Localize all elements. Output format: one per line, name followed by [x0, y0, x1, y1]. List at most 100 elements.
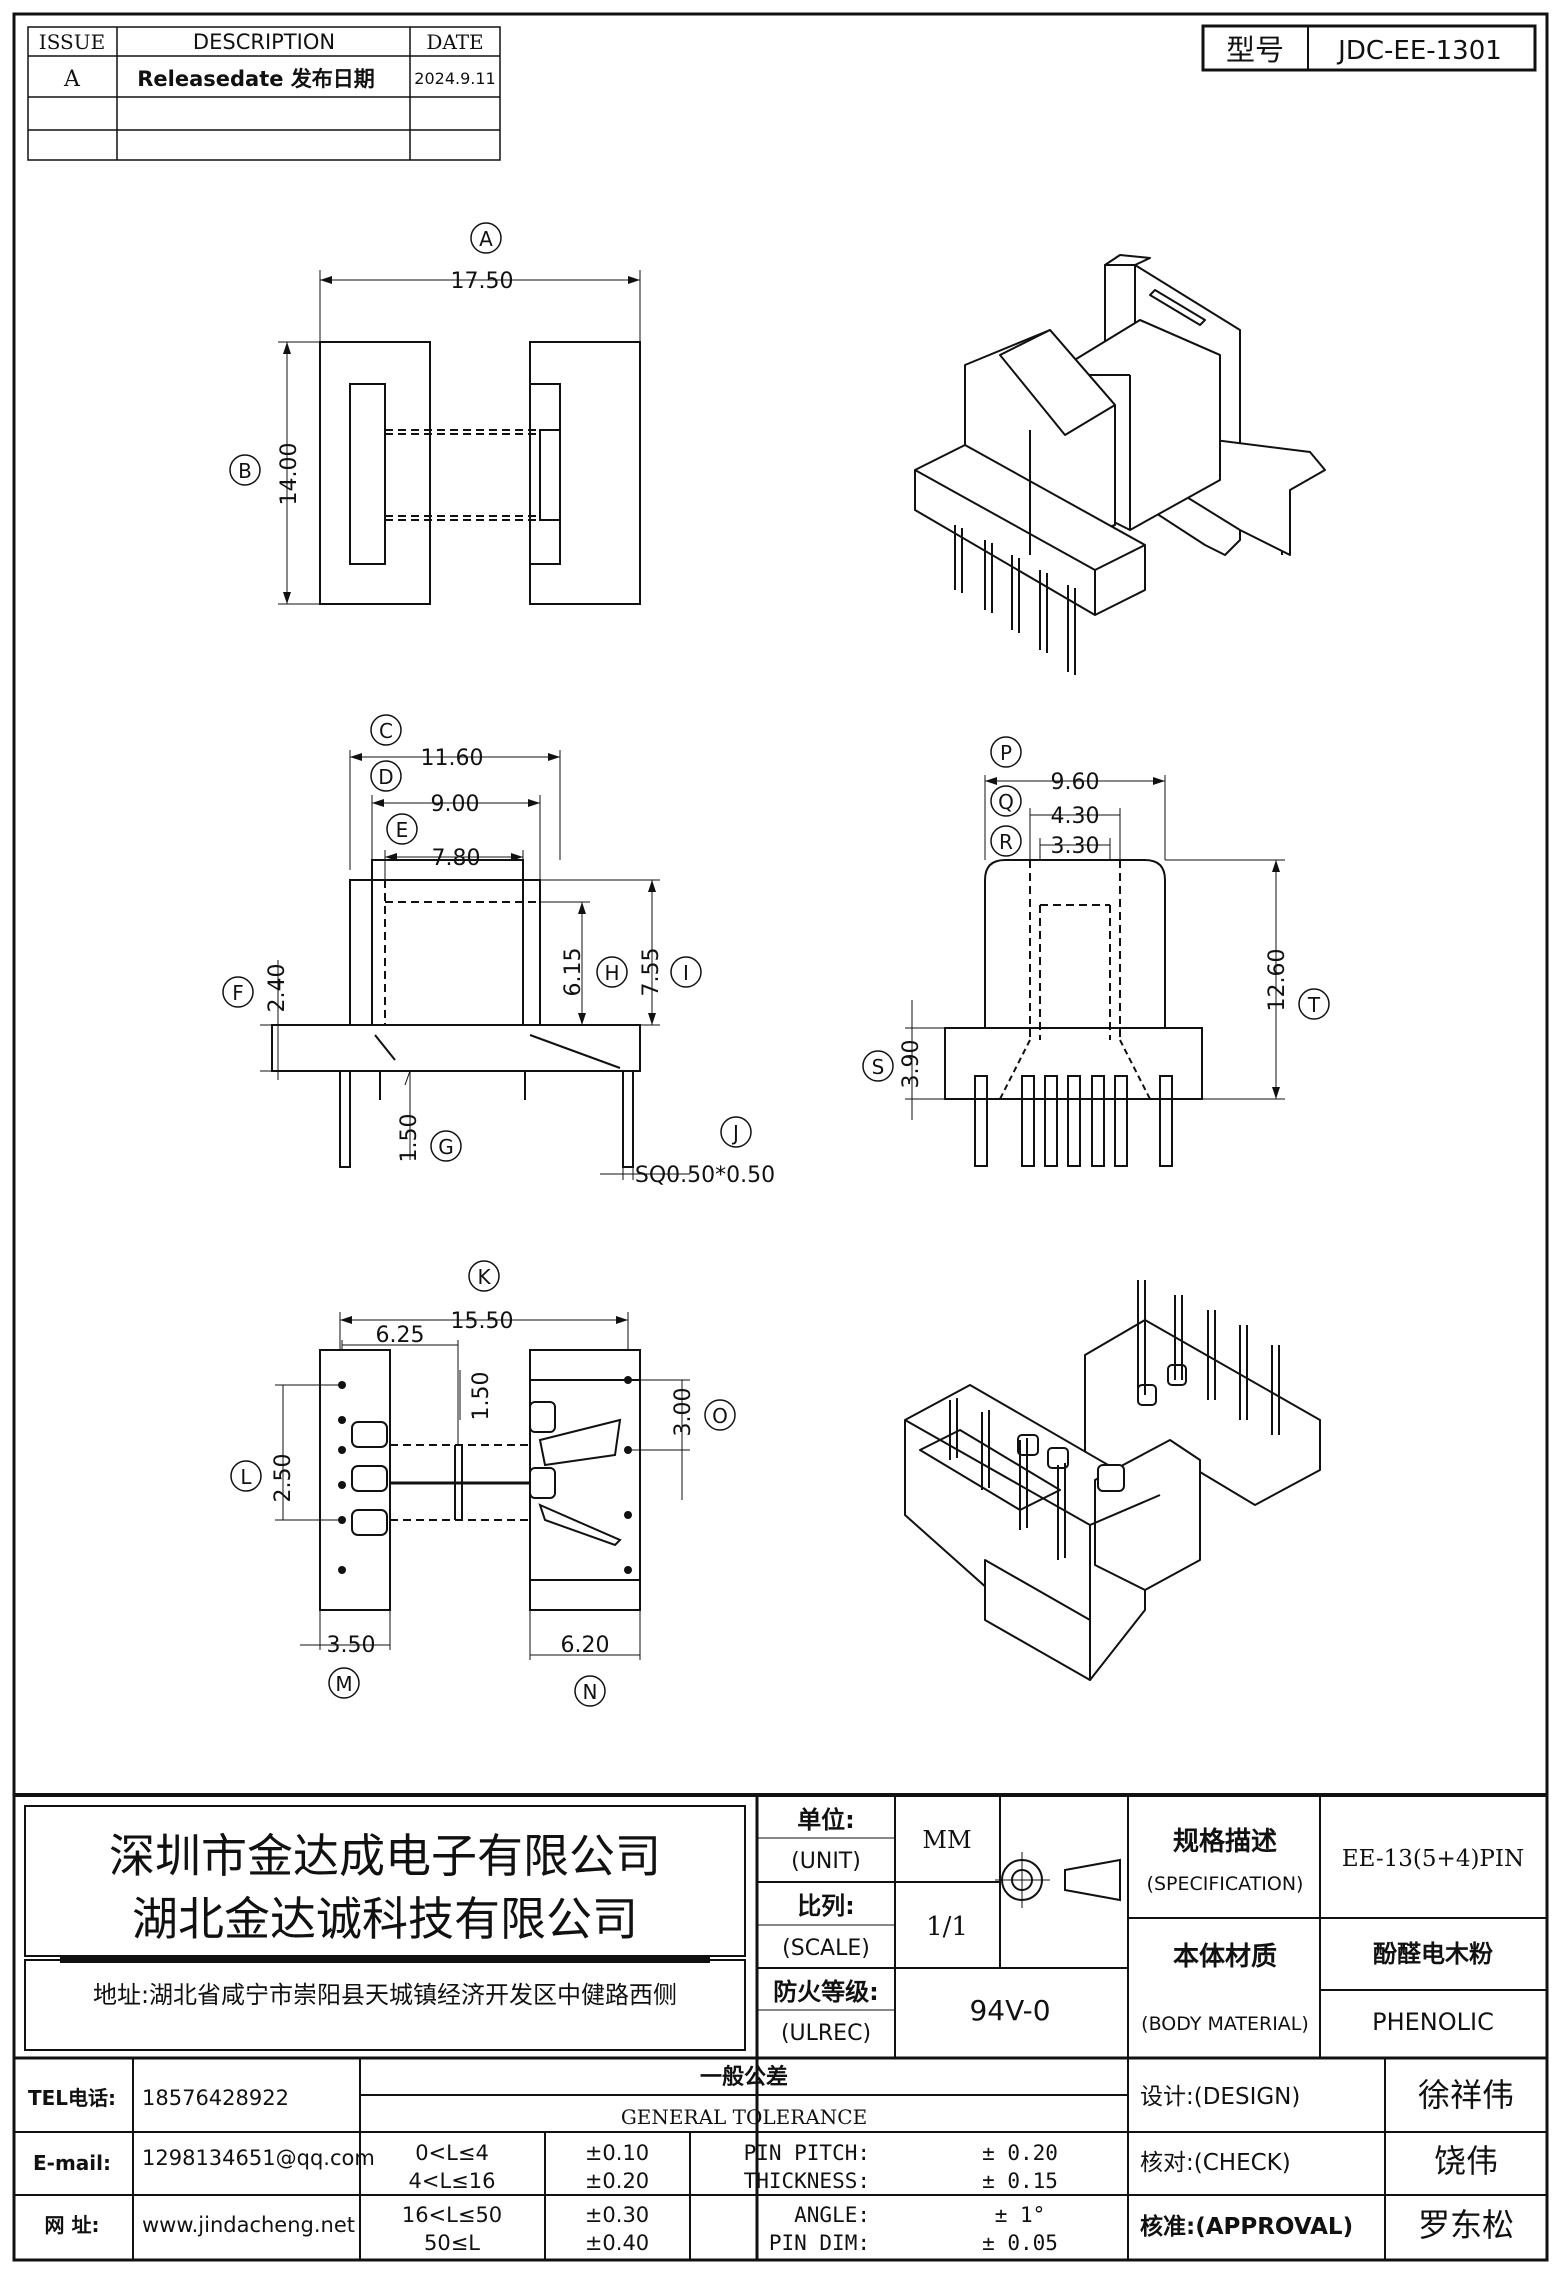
label-E: E	[396, 818, 409, 842]
design-name: 徐祥伟	[1418, 2076, 1514, 2114]
dim-F-value: 2.40	[265, 964, 290, 1013]
label-N: N	[583, 1680, 598, 1704]
company-name-1: 深圳市金达成电子有限公司	[109, 1829, 661, 1883]
rev-row-description: Releasedate 发布日期	[137, 67, 375, 91]
dim-T-value: 12.60	[1265, 949, 1290, 1012]
label-C: C	[379, 719, 393, 743]
model-label: 型号	[1226, 33, 1284, 67]
company-address: 地址:湖北省咸宁市崇阳县天城镇经济开发区中健路西侧	[93, 1981, 677, 2009]
tol-item: THICKNESS:	[744, 2169, 870, 2193]
tol-range: 16<L≤50	[402, 2203, 502, 2227]
spec-value: EE-13(5+4)PIN	[1342, 1846, 1524, 1872]
tol-value: ±0.10	[585, 2141, 649, 2165]
title-block	[14, 1795, 1547, 2260]
unit-label: 单位:	[797, 1806, 855, 1834]
dim-k1-value: 6.25	[376, 1323, 425, 1348]
dim-N-value: 6.20	[561, 1633, 610, 1658]
material-cn: 酚醛电木粉	[1373, 1940, 1493, 1968]
label-A: A	[479, 227, 493, 251]
label-H: H	[604, 961, 619, 985]
ulrec-value: 94V-0	[969, 1994, 1050, 2027]
dim-B-value: 14.00	[277, 443, 302, 506]
tol-range: 4<L≤16	[409, 2169, 496, 2193]
dim-k2-value: 1.50	[469, 1372, 494, 1421]
label-D: D	[378, 765, 393, 789]
web-value: www.jindacheng.net	[142, 2213, 355, 2237]
dim-I-value: 7.55	[639, 948, 664, 997]
front-view	[223, 715, 751, 1180]
tel-value: 18576428922	[142, 2086, 289, 2110]
tol-range: 50≤L	[424, 2231, 480, 2255]
scale-label-en: (SCALE)	[782, 1936, 870, 1961]
bottom-view	[231, 1261, 735, 1706]
side-view	[863, 737, 1329, 1166]
unit-value: MM	[922, 1826, 971, 1854]
dim-O-value: 3.00	[671, 1388, 696, 1437]
iso-view-bottom	[905, 1280, 1320, 1680]
label-J: J	[731, 1121, 739, 1145]
scale-value: 1/1	[926, 1912, 968, 1942]
tolerance-title-en: GENERAL TOLERANCE	[621, 2105, 867, 2129]
tol-item-value: ± 1°	[995, 2203, 1046, 2227]
dim-D-value: 9.00	[431, 792, 480, 817]
tol-item-value: ± 0.20	[982, 2141, 1058, 2165]
rev-row-issue: A	[63, 67, 81, 92]
label-T: T	[1307, 993, 1321, 1017]
label-M: M	[335, 1672, 352, 1696]
dim-E-value: 7.80	[432, 846, 481, 871]
iso-view-top	[915, 255, 1325, 675]
label-I: I	[683, 961, 689, 985]
top-view	[230, 223, 640, 604]
email-label: E-mail:	[33, 2151, 111, 2175]
dim-L-value: 2.50	[271, 1454, 296, 1503]
material-label-en: (BODY MATERIAL)	[1141, 2013, 1309, 2035]
check-label: 核对:(CHECK)	[1140, 2150, 1291, 2176]
check-name: 饶伟	[1434, 2142, 1498, 2180]
ulrec-label: 防火等级:	[773, 1978, 879, 2006]
tol-item: PIN PITCH:	[744, 2141, 870, 2165]
dim-C-value: 11.60	[421, 746, 484, 771]
web-label: 网 址:	[45, 2213, 100, 2237]
label-K: K	[477, 1265, 491, 1289]
tolerance-title-cn: 一般公差	[700, 2064, 788, 2090]
ulrec-label-en: (ULREC)	[781, 2021, 871, 2046]
label-B: B	[238, 459, 252, 483]
rev-header-date: DATE	[426, 30, 483, 54]
tol-item: PIN DIM:	[769, 2231, 870, 2255]
dim-R-value: 3.30	[1051, 834, 1100, 859]
label-G: G	[438, 1135, 454, 1159]
revision-table: ISSUE DESCRIPTION DATE A Releasedate 发布日…	[28, 27, 500, 160]
label-L: L	[240, 1465, 252, 1489]
unit-label-en: (UNIT)	[791, 1849, 861, 1874]
email-value: 1298134651@qq.com	[142, 2146, 375, 2170]
model-value: JDC-EE-1301	[1336, 36, 1502, 66]
tolerance-rows: 0<L≤4 ±0.10 PIN PITCH: ± 0.20 4<L≤16 ±0.…	[402, 2141, 1058, 2255]
tel-label: TEL电话:	[28, 2086, 116, 2110]
dim-K-value: 15.50	[451, 1309, 514, 1334]
tol-item-value: ± 0.05	[982, 2231, 1058, 2255]
scale-label: 比列:	[797, 1892, 855, 1920]
dim-P-value: 9.60	[1051, 770, 1100, 795]
approval-name: 罗东松	[1418, 2206, 1514, 2244]
dim-G-value: 1.50	[397, 1114, 422, 1163]
label-R: R	[999, 830, 1013, 854]
dim-J-value: SQ0.50*0.50	[635, 1163, 775, 1188]
model-box: 型号 JDC-EE-1301	[1203, 26, 1535, 70]
label-S: S	[872, 1055, 885, 1079]
label-P: P	[1000, 741, 1012, 765]
rev-header-description: DESCRIPTION	[193, 30, 335, 54]
tol-value: ±0.30	[585, 2203, 649, 2227]
spec-label-en: (SPECIFICATION)	[1147, 1873, 1304, 1895]
material-label: 本体材质	[1173, 1942, 1277, 1972]
material-en: PHENOLIC	[1372, 2008, 1494, 2036]
spec-label: 规格描述	[1173, 1826, 1277, 1857]
dim-S-value: 3.90	[899, 1040, 924, 1089]
dim-A-value: 17.50	[451, 269, 514, 294]
tol-value: ±0.20	[585, 2169, 649, 2193]
dim-Q-value: 4.30	[1051, 804, 1100, 829]
design-label: 设计:(DESIGN)	[1140, 2084, 1300, 2110]
rev-header-issue: ISSUE	[39, 30, 105, 54]
company-name-2: 湖北金达诚科技有限公司	[132, 1892, 638, 1946]
dim-M-value: 3.50	[327, 1633, 376, 1658]
